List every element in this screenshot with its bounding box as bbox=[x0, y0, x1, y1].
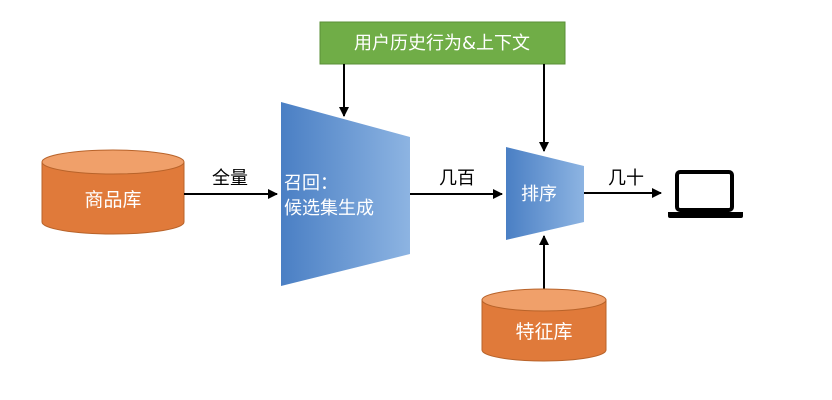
context-node: 用户历史行为&上下文 bbox=[319, 21, 566, 65]
recall-label-line2: 候选集生成 bbox=[284, 198, 374, 219]
feature-db-node: 特征库 bbox=[481, 288, 607, 362]
recall-label-line1: 召回： bbox=[284, 173, 338, 194]
ranking-label: 排序 bbox=[521, 184, 557, 205]
recall-node: 召回： 候选集生成 bbox=[281, 102, 410, 286]
ranking-node: 排序 bbox=[506, 147, 584, 240]
edge-label-hundreds: 几百 bbox=[439, 168, 475, 189]
feature-db-label: 特征库 bbox=[515, 321, 572, 343]
edge-label-all: 全量 bbox=[212, 168, 248, 189]
edge-label-tens: 几十 bbox=[608, 168, 644, 189]
laptop-icon bbox=[668, 170, 743, 218]
context-label: 用户历史行为&上下文 bbox=[354, 33, 530, 54]
item-db-label: 商品库 bbox=[84, 189, 141, 211]
item-db-node: 商品库 bbox=[41, 149, 185, 235]
